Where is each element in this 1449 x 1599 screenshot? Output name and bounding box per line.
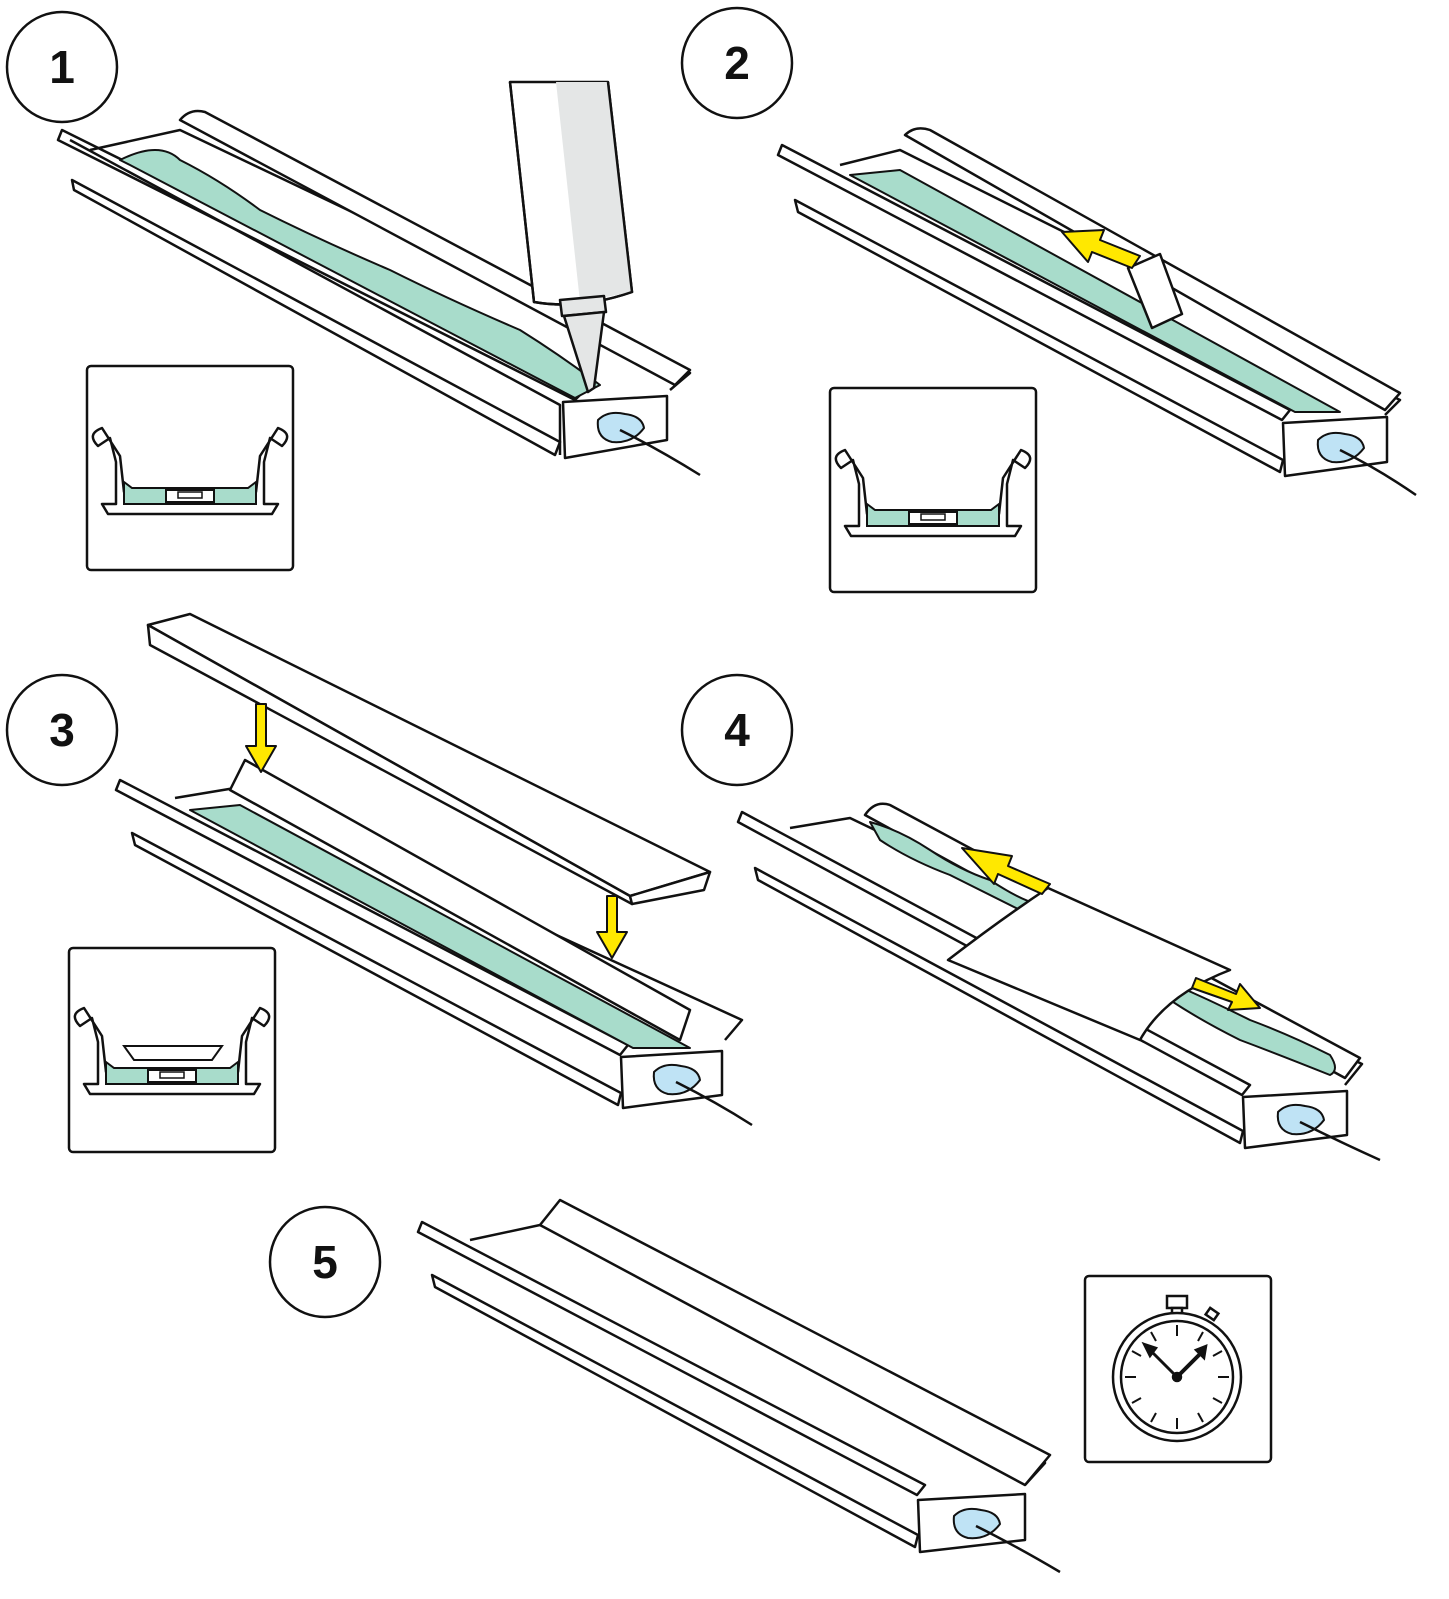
step-2-badge (680, 6, 794, 120)
yellow-arrow-icon (1191, 977, 1261, 1011)
silicone-tube-icon (508, 80, 634, 394)
step-5-panel: 5 (268, 1198, 1273, 1574)
step-5-inset (1083, 1274, 1273, 1464)
stopwatch-icon (1111, 1294, 1243, 1443)
step-5-badge (268, 1205, 382, 1319)
step-1-number: 1 (49, 41, 75, 93)
step-3-profile (114, 758, 753, 1127)
step-2-inset (828, 386, 1038, 594)
step-2-panel: 2 (680, 6, 1417, 594)
step-4-badge (680, 673, 794, 787)
step-1-inset (85, 364, 295, 572)
yellow-arrow-icon (596, 895, 628, 959)
step-4-profile (736, 802, 1381, 1162)
step-2-profile (776, 127, 1417, 497)
yellow-arrow-icon (961, 847, 1051, 895)
step-5-profile (416, 1198, 1061, 1574)
yellow-arrow-icon (1061, 229, 1141, 269)
yellow-arrow-icon (245, 703, 277, 773)
step-1-badge (5, 10, 119, 124)
step-5-number: 5 (312, 1236, 338, 1288)
step-1-panel: 1 (5, 10, 701, 572)
step-3-number: 3 (49, 704, 75, 756)
step-4-panel: 4 (680, 673, 1381, 1162)
step-3-inset (67, 946, 277, 1154)
step-2-number: 2 (724, 37, 750, 89)
diffuser-cover (146, 612, 712, 906)
step-3-panel: 3 (5, 612, 753, 1154)
step-3-badge (5, 673, 119, 787)
step-4-number: 4 (724, 704, 750, 756)
